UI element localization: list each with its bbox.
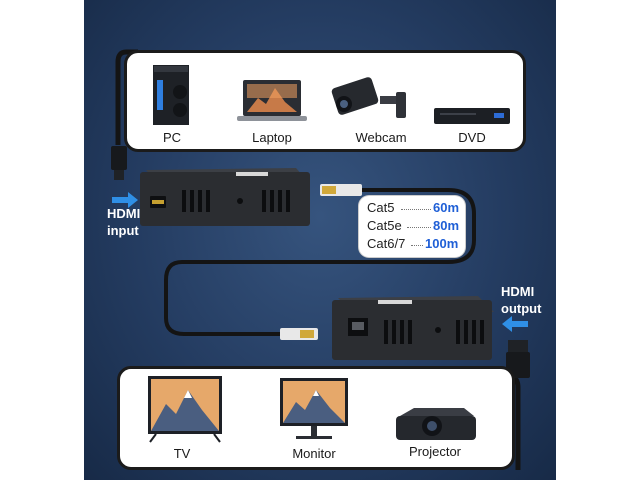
rj45-plug-transmitter xyxy=(320,184,362,196)
source-label-laptop: Laptop xyxy=(252,130,292,145)
receiver-box xyxy=(332,296,494,360)
hdmi-plug-input xyxy=(111,146,127,180)
cable-spec-row: Cat6/7 100m xyxy=(367,236,463,254)
cable-type: Cat5 xyxy=(367,200,395,215)
laptop-icon xyxy=(237,80,307,121)
ethernet-cable xyxy=(164,188,476,336)
destination-label-monitor: Monitor xyxy=(292,446,336,461)
dotted-leader xyxy=(407,227,431,228)
projector-icon xyxy=(396,408,476,440)
cable-distance: 60m xyxy=(433,200,460,215)
cable-distance-box: Cat5 60m Cat5e 80m Cat6/7 100m xyxy=(359,196,465,257)
cable-spec-row: Cat5 60m xyxy=(367,200,463,218)
hdmi-input-arrow xyxy=(112,192,138,208)
hdmi-output-line1: HDMI xyxy=(501,284,535,299)
dvd-player-icon xyxy=(434,108,510,124)
hdmi-input-line2: input xyxy=(107,223,139,238)
hdmi-input-line1: HDMI xyxy=(107,206,141,221)
destination-label-tv: TV xyxy=(173,446,191,461)
rj45-plug-receiver xyxy=(280,328,318,340)
source-label-dvd: DVD xyxy=(458,130,486,145)
pc-tower-icon xyxy=(153,65,189,125)
hdmi-input-cable xyxy=(115,49,138,145)
webcam-icon xyxy=(331,77,406,118)
cable-distance: 100m xyxy=(425,236,459,251)
cable-distance: 80m xyxy=(433,218,460,233)
dotted-leader xyxy=(411,245,423,246)
monitor-icon xyxy=(280,378,348,439)
hdmi-output-line2: output xyxy=(501,301,542,316)
tv-icon xyxy=(148,376,222,443)
cable-spec-row: Cat5e 80m xyxy=(367,218,463,236)
source-label-webcam: Webcam xyxy=(355,130,407,145)
hdmi-output-arrow xyxy=(502,316,528,332)
transmitter-box xyxy=(140,168,310,226)
hdmi-output-label: HDMI output xyxy=(501,283,541,317)
cable-type: Cat5e xyxy=(367,218,402,233)
hdmi-input-label: HDMI input xyxy=(107,205,140,239)
dotted-leader xyxy=(401,209,431,210)
source-devices-panel xyxy=(124,50,526,152)
destination-label-projector: Projector xyxy=(408,444,462,459)
cable-type: Cat6/7 xyxy=(367,236,406,251)
source-label-pc: PC xyxy=(162,130,182,145)
